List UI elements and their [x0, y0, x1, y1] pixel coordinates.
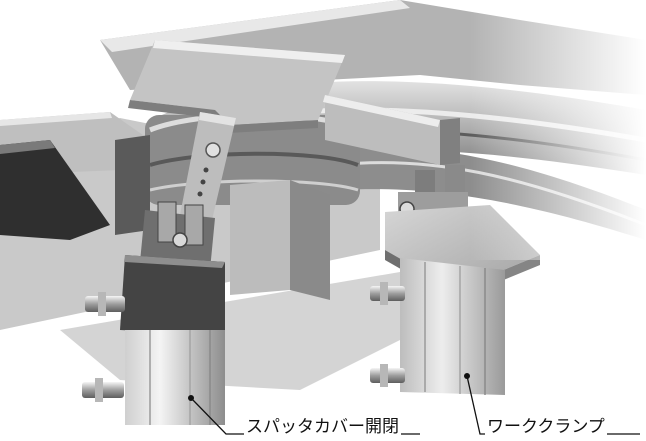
air-fitting-right-bottom	[370, 364, 405, 387]
right-bracket	[323, 95, 460, 165]
callout-label-work-clamp: ワーククランプ	[485, 417, 607, 437]
spatter-cover-cylinder	[82, 201, 225, 425]
callout-label-spatter-cover: スパッタカバー開閉	[244, 417, 401, 437]
air-fitting-left-bottom	[82, 378, 124, 402]
air-fitting-left-top	[85, 292, 125, 316]
fade-overlay	[470, 0, 646, 260]
air-fitting-right-top	[370, 282, 405, 305]
left-support-block	[0, 135, 330, 300]
spatter-cover-plate	[128, 40, 345, 220]
